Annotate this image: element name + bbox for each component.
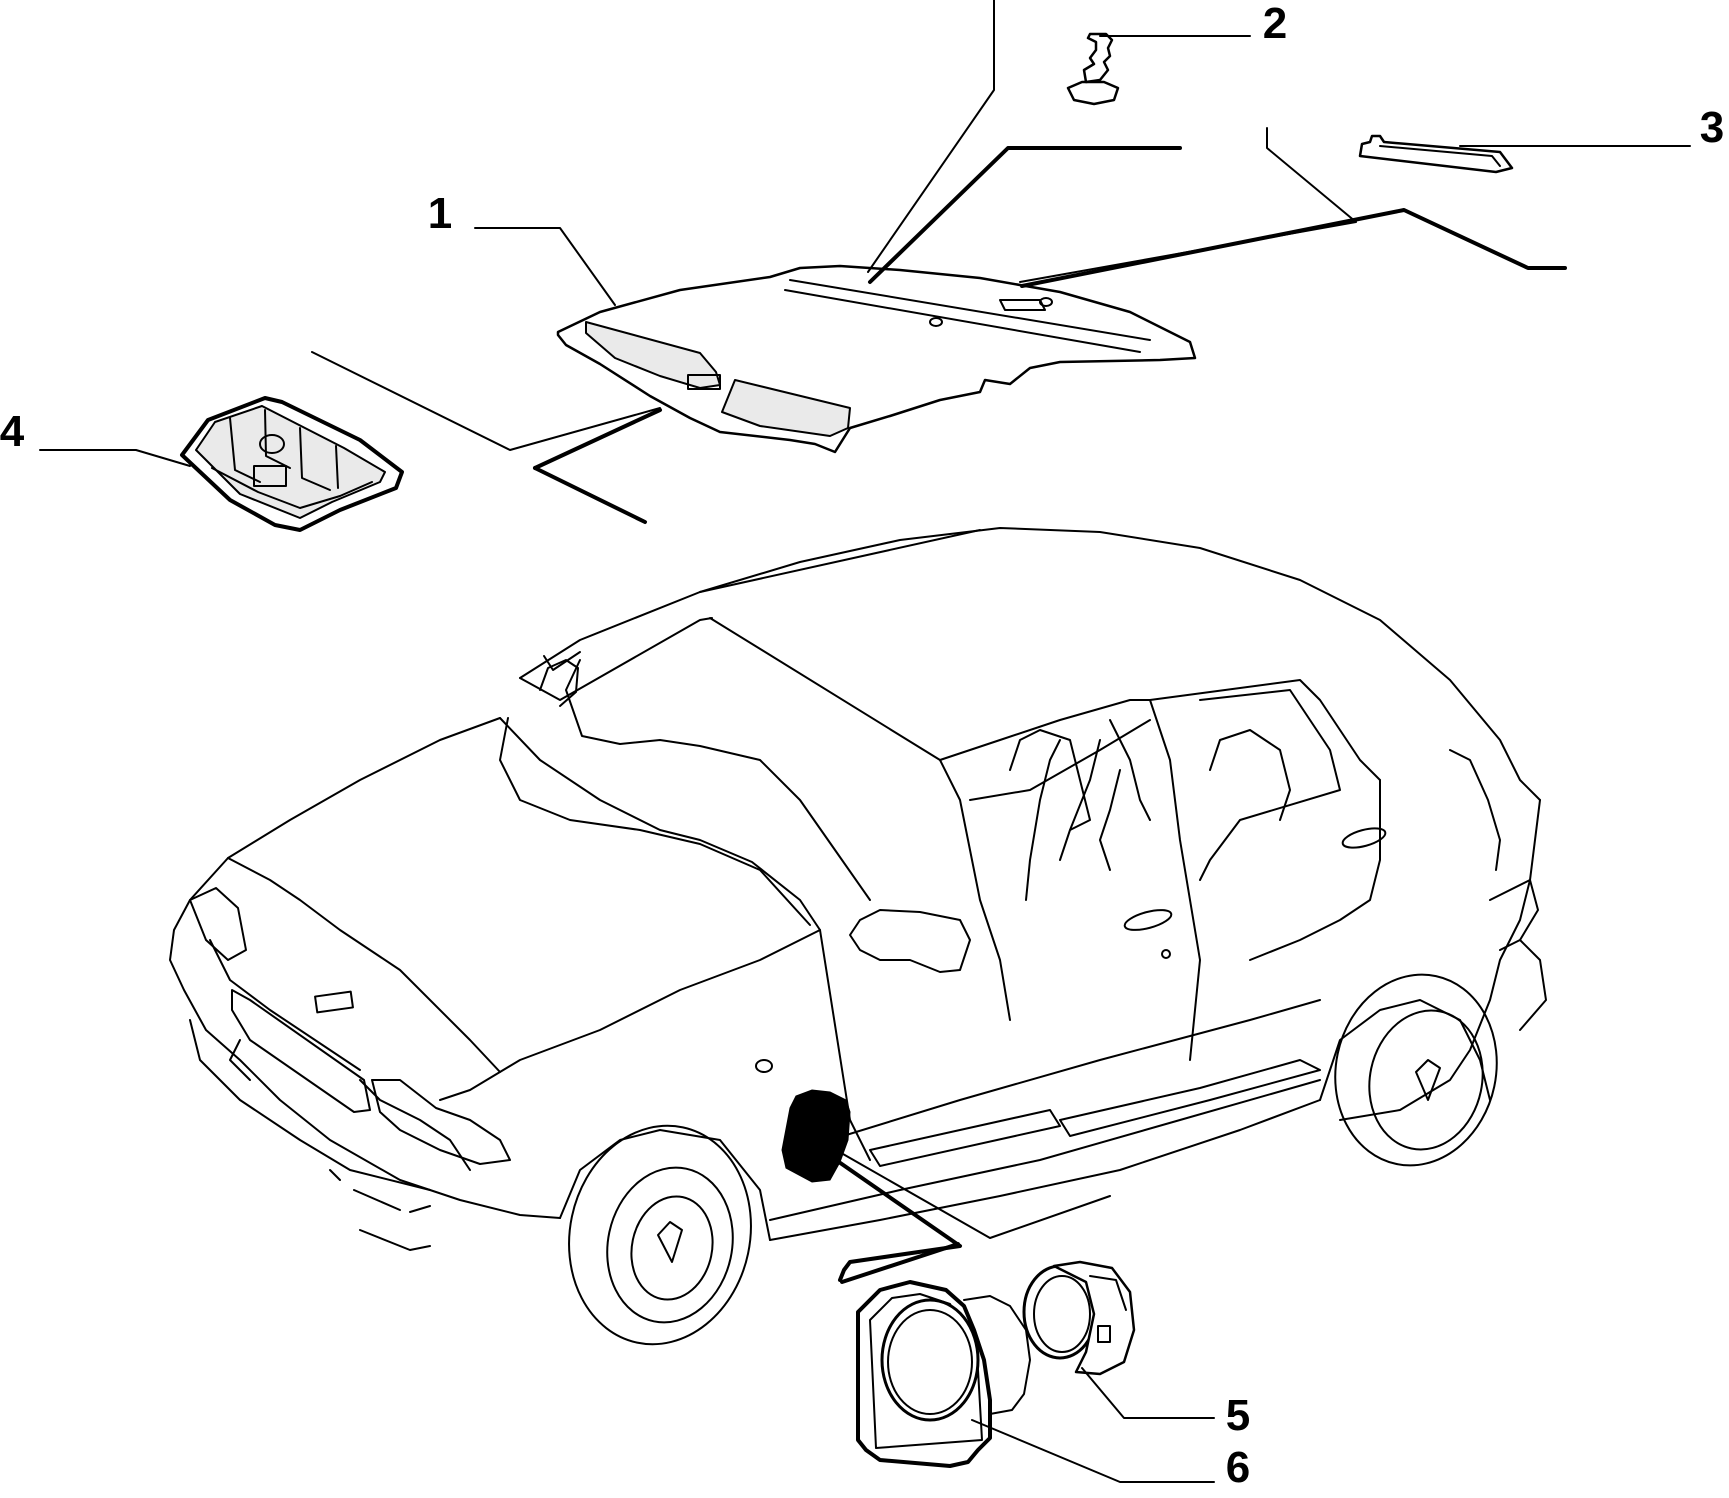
assembly-line-part3 <box>1019 127 1357 283</box>
assembly-line-part2-b <box>868 146 1182 284</box>
callout-2-number: 2 <box>1263 0 1287 48</box>
ring-part <box>1022 1260 1136 1376</box>
assembly-line-part3-b <box>1020 208 1567 288</box>
assembly-line-part2 <box>867 0 995 273</box>
callout-2: 2 <box>1099 0 1287 48</box>
callout-6: 6 <box>971 1419 1250 1492</box>
assembly-line-part4 <box>533 408 662 470</box>
callout-4: 4 <box>0 407 191 467</box>
callout-6-number: 6 <box>1226 1443 1250 1492</box>
headliner-part <box>556 264 1197 454</box>
clip-part <box>1066 32 1120 106</box>
assembly-line-roof-left-2 <box>533 466 647 524</box>
lens-part <box>1358 134 1514 174</box>
assembly-line-part6 <box>840 1242 960 1284</box>
callout-1-number: 1 <box>428 189 452 238</box>
callout-3: 3 <box>1459 103 1724 152</box>
callout-4-number: 4 <box>0 407 25 456</box>
callout-5: 5 <box>1081 1367 1250 1440</box>
fitted-seal-on-car <box>781 1089 851 1183</box>
assembly-line-part5 <box>835 1149 1111 1239</box>
assembly-line-part5-b <box>834 1158 962 1282</box>
callout-3-number: 3 <box>1700 103 1724 152</box>
car-outline <box>169 527 1547 1346</box>
callout-1: 1 <box>428 189 616 306</box>
grommet-part <box>856 1280 1031 1468</box>
dome-light-part <box>180 396 404 532</box>
assembly-line-roof-left <box>311 351 661 451</box>
callout-5-number: 5 <box>1226 1391 1250 1440</box>
